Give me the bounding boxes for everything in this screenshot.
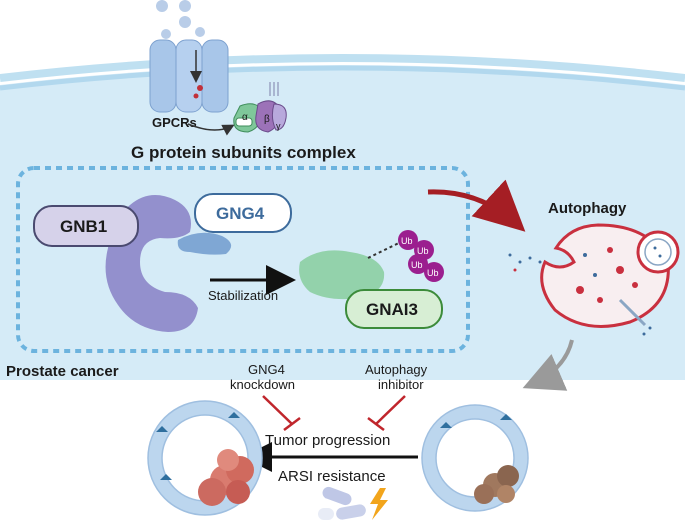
gamma-label: γ [276, 121, 281, 131]
gpcr-to-gprotein-arrow [187, 123, 235, 136]
ub-label-1: Ub [401, 236, 413, 246]
tumor-acinus-icon-right [421, 404, 529, 512]
ubiquitin-icon [398, 230, 444, 282]
ub-label-3: Ub [411, 260, 423, 270]
gnb1-badge [33, 205, 139, 247]
autophagy-label: Autophagy [548, 200, 627, 217]
tumor-acinus-icon-left [147, 400, 263, 516]
ub-label-4: Ub [427, 268, 439, 278]
gng4-badge [194, 193, 292, 233]
gnai3-protein-icon [299, 250, 385, 300]
to-autophagy-arrow [427, 179, 526, 232]
tumor-progression-label: Tumor progression [265, 432, 390, 449]
gpcr-channel-icon [149, 0, 229, 113]
ub-label-2: Ub [417, 246, 429, 256]
cell-membrane-inner [0, 65, 685, 91]
stabilization-label: Stabilization [208, 288, 278, 303]
cell-membrane [0, 54, 685, 82]
prostate-cancer-label: Prostate cancer [6, 363, 119, 380]
autophagy-inhibitor-line1: Autophagy [365, 362, 428, 377]
beta-label: β [264, 114, 270, 125]
lightning-icon [370, 488, 388, 520]
g-protein-icon [233, 82, 287, 133]
gpcrs-label: GPCRs [152, 115, 197, 130]
gnai3-badge [345, 289, 443, 329]
complex-box [16, 166, 470, 353]
ub-link [367, 239, 406, 259]
inhibitor-inhibit-line [367, 395, 406, 431]
autophagy-to-tumor-arrow [522, 339, 574, 391]
alpha-label: α [242, 112, 248, 123]
gng4-knockdown-line1: GNG4 [248, 362, 285, 377]
cytoplasm-lower [0, 330, 685, 380]
cell-cytoplasm [0, 65, 685, 362]
gnb1-label: GNB1 [60, 217, 107, 236]
pill-icon [318, 486, 366, 520]
autophagy-inhibitor-line2: inhibitor [378, 377, 424, 392]
gng4-protein-icon [177, 232, 232, 255]
autophagosome-icon [508, 223, 680, 336]
knockdown-inhibit-line [262, 395, 301, 431]
gng4-knockdown-line2: knockdown [230, 377, 295, 392]
complex-title: G protein subunits complex [131, 143, 356, 162]
arsi-resistance-label: ARSI resistance [278, 468, 386, 485]
gnai3-label: GNAI3 [366, 300, 418, 319]
gng4-label: GNG4 [216, 204, 265, 223]
